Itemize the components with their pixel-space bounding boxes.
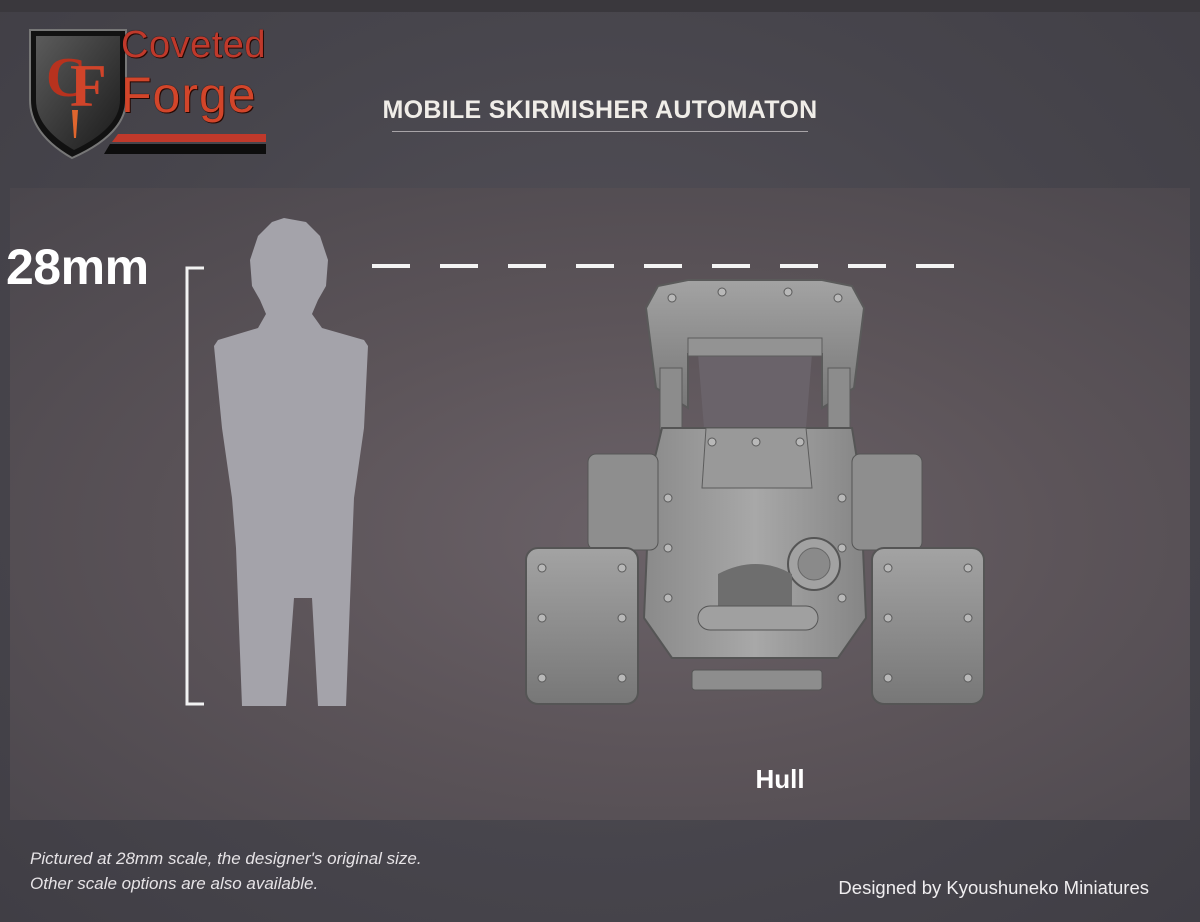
height-dashed-line: [372, 264, 962, 268]
automaton-hull-icon: [525, 279, 985, 705]
part-label: Hull: [755, 764, 805, 794]
svg-text:C: C: [46, 47, 86, 109]
human-silhouette-icon: [214, 218, 368, 706]
shield-icon: C F: [29, 29, 266, 160]
scale-note-line2: Other scale options are also available.: [30, 874, 319, 893]
title-underline: [392, 131, 808, 132]
brand-logo: C F: [26, 24, 266, 160]
scale-label: 28mm: [6, 239, 149, 295]
page-title: MOBILE SKIRMISHER AUTOMATON: [382, 96, 818, 124]
scale-bracket-icon: [185, 266, 204, 706]
scale-note-line1: Pictured at 28mm scale, the designer's o…: [30, 849, 422, 868]
brand-name-line2: Forge: [121, 67, 257, 123]
svg-text:F: F: [70, 53, 107, 119]
top-band: [0, 0, 1200, 12]
designer-credit: Designed by Kyoushuneko Miniatures: [838, 877, 1149, 898]
brand-name-line1: Coveted: [121, 24, 267, 66]
